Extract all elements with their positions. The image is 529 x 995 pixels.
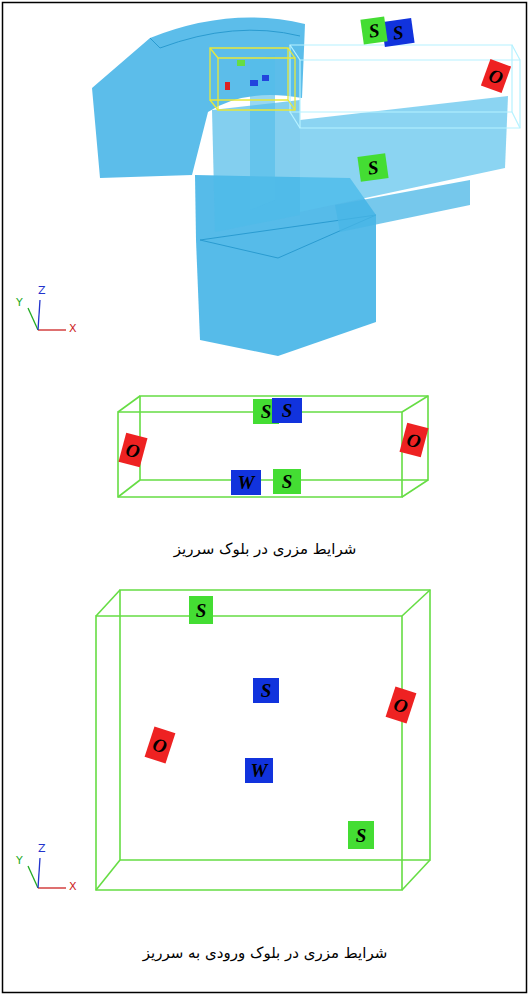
boundary-patch: W [245, 758, 273, 783]
boundary-letter: S [391, 22, 404, 42]
boundary-patch: O [145, 726, 176, 763]
boundary-patch: O [386, 686, 417, 723]
boundary-letter: S [261, 402, 272, 421]
boundary-patch: S [272, 398, 302, 423]
boundary-patch: S [253, 678, 279, 703]
boundary-patch: S [348, 821, 374, 849]
boundary-letter: O [151, 734, 170, 756]
boundary-letter: S [356, 826, 367, 845]
axis-label: X [69, 880, 77, 893]
boundary-letter: O [405, 429, 423, 451]
axis-label: X [69, 322, 77, 335]
boundary-patch: O [399, 423, 428, 458]
boundary-letter: W [251, 761, 268, 780]
boundary-letter: S [367, 20, 380, 40]
boundary-letter: S [366, 157, 379, 177]
axis-label: Y [16, 296, 23, 309]
boundary-letter: S [196, 601, 207, 620]
boundary-letter: O [392, 694, 411, 716]
boundary-letter: O [124, 439, 142, 461]
boundary-letter: O [486, 65, 505, 88]
boundary-letter: S [282, 472, 293, 491]
axis-label: Z [38, 842, 46, 855]
boundary-patch: O [481, 59, 511, 93]
boundary-patch: O [118, 433, 147, 468]
axis-label: Y [16, 854, 23, 867]
caption-text: شرایط مزری در بلوک سرریز [174, 540, 357, 558]
caption-text: شرایط مزری در بلوک ورودی به سرریز [143, 944, 387, 962]
boundary-patch: S [360, 16, 387, 44]
boundary-letter: S [261, 681, 272, 700]
boundary-patch: W [231, 470, 261, 495]
boundary-letter: S [282, 401, 293, 420]
boundary-patch: S [189, 596, 213, 624]
boundary-letter: W [238, 473, 255, 492]
boundary-patch: S [357, 153, 388, 182]
boundary-patch: S [273, 469, 301, 494]
axis-label: Z [38, 284, 46, 297]
